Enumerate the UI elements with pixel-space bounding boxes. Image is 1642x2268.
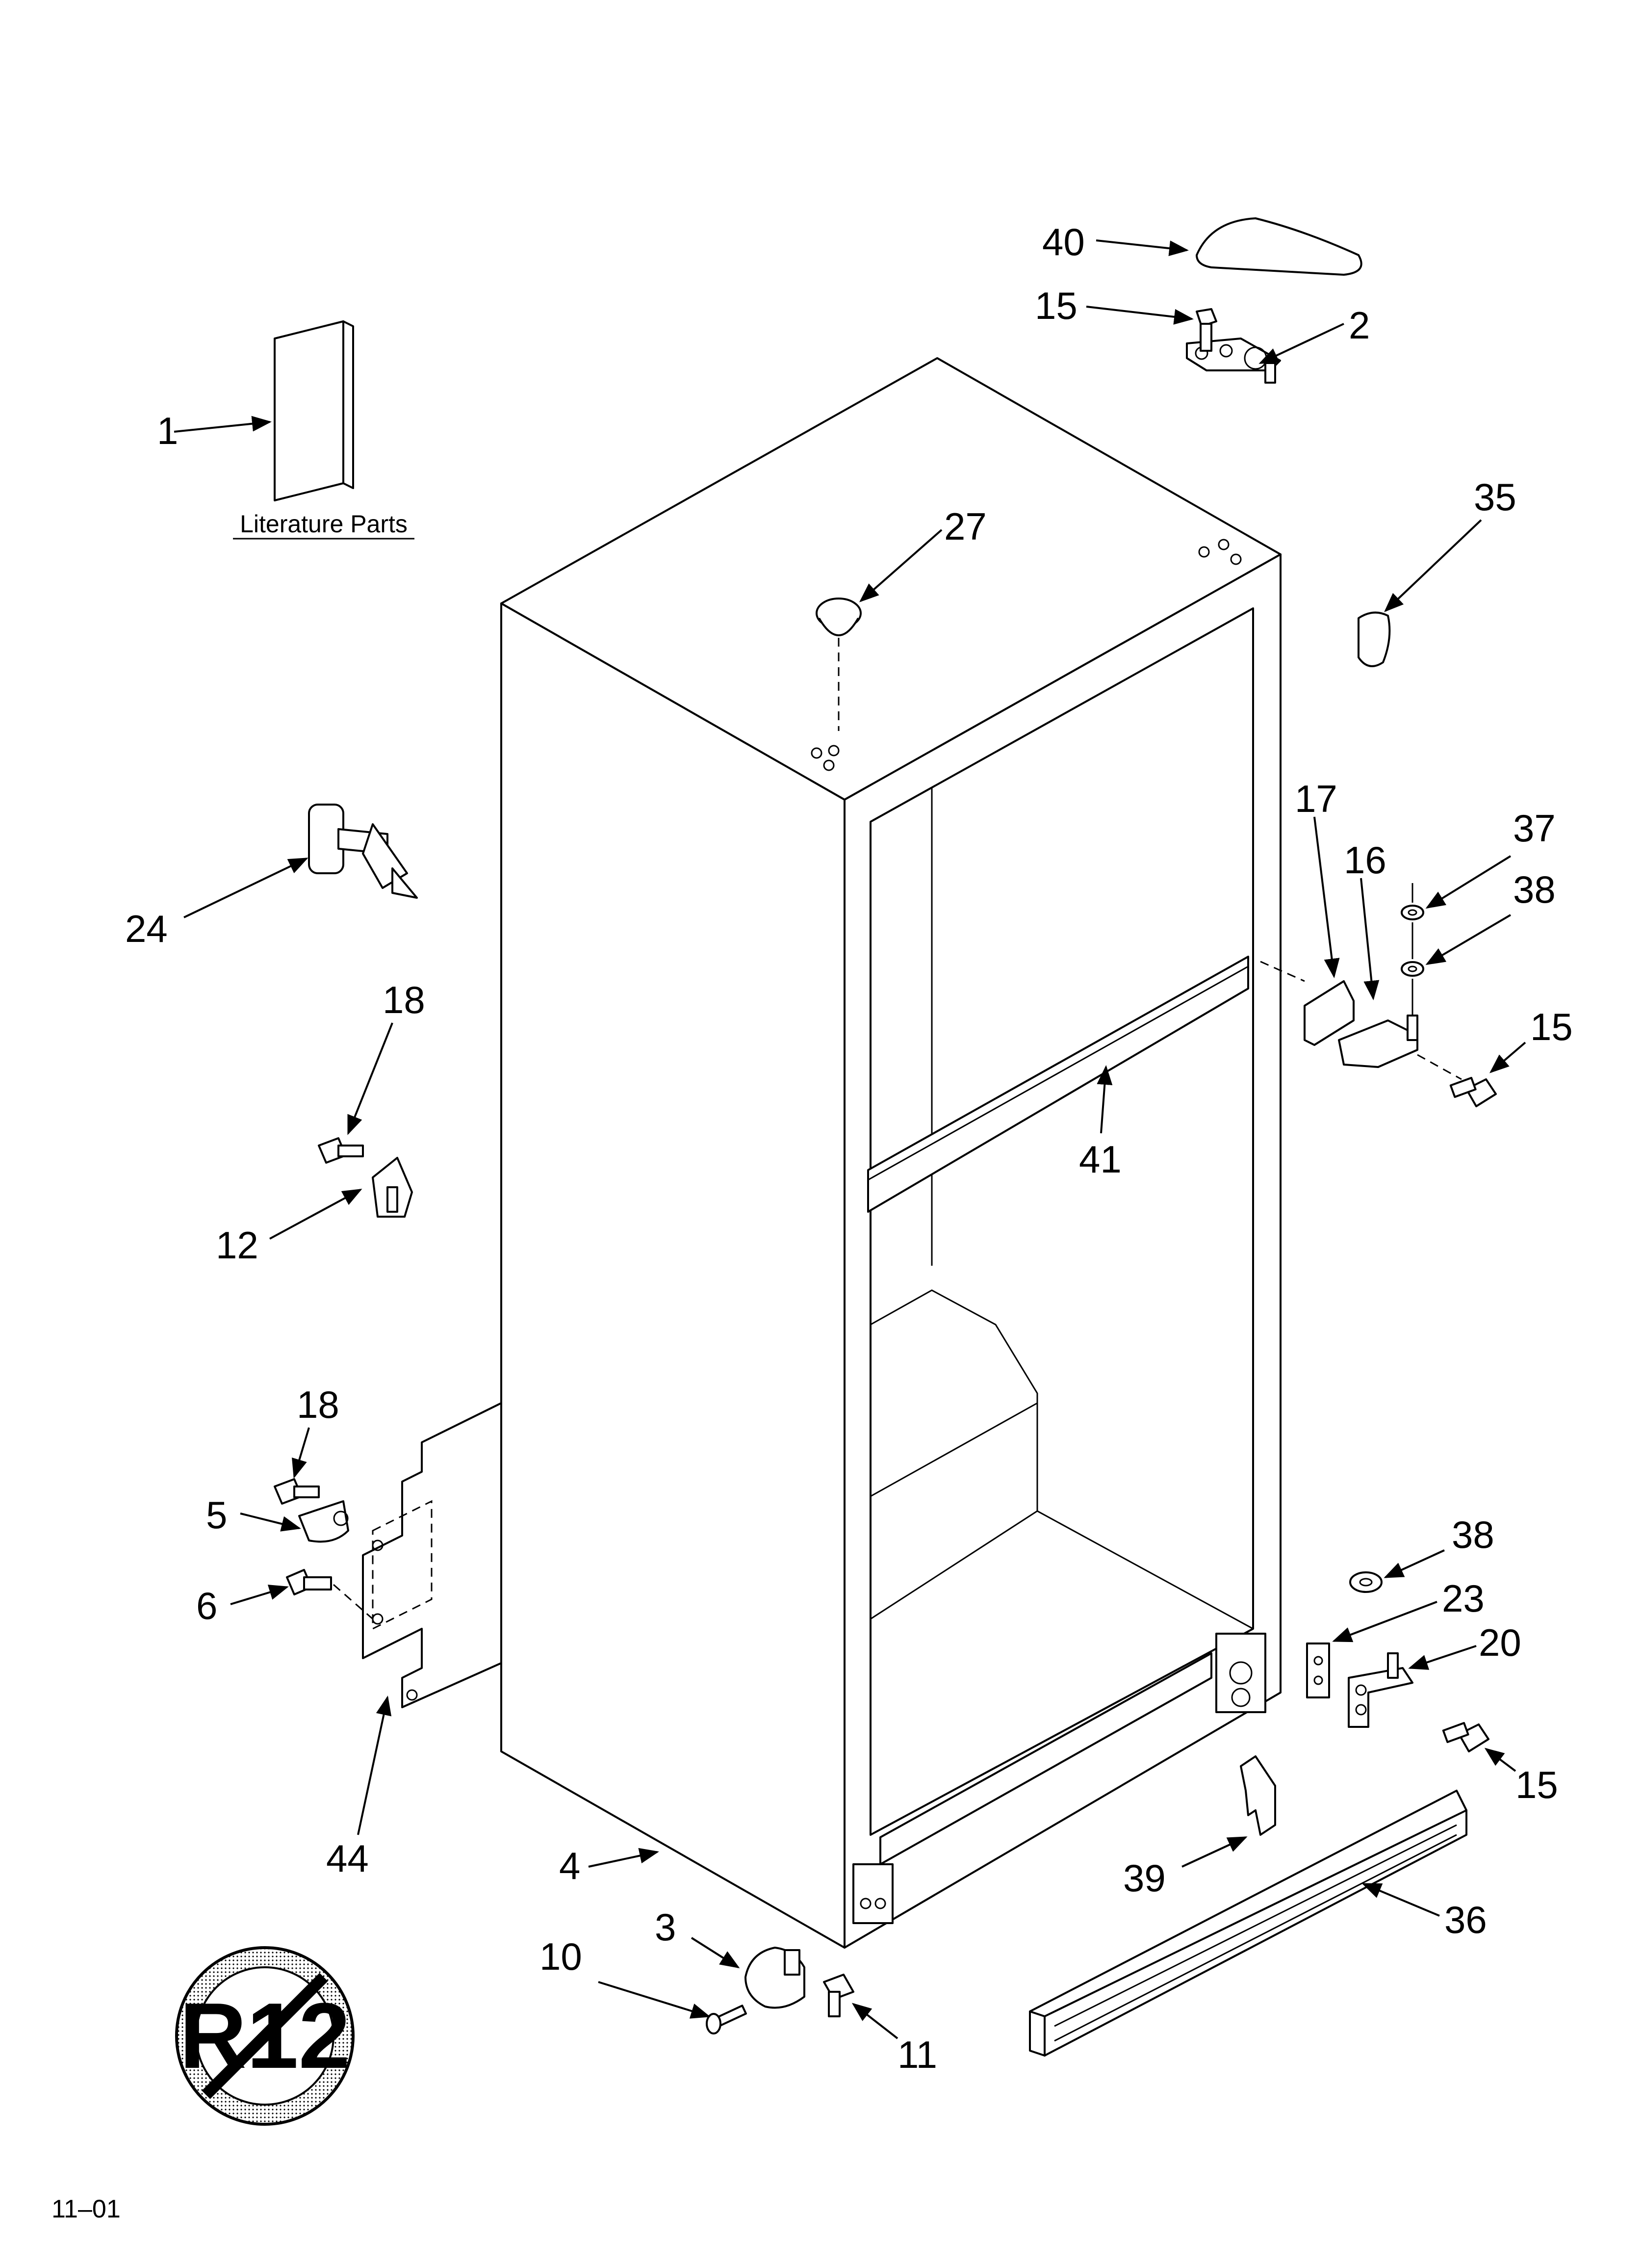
grille-clip	[1240, 1755, 1276, 1836]
shim-23	[1306, 1642, 1330, 1698]
screw-bottom-hinge	[1442, 1722, 1489, 1752]
literature-parts-booklet	[274, 320, 354, 501]
bottom-hinge	[1348, 1652, 1413, 1728]
callout-17: 17	[1295, 777, 1337, 820]
clamp-5	[298, 1500, 349, 1543]
cabinet-plug	[816, 598, 862, 636]
callout-18-upper: 18	[383, 978, 425, 1021]
callout-27: 27	[944, 505, 987, 548]
screw-18-lower	[274, 1478, 320, 1505]
callout-3: 3	[655, 1905, 676, 1949]
callout-23: 23	[1442, 1577, 1485, 1620]
callout-20: 20	[1479, 1621, 1521, 1664]
callout-6: 6	[196, 1584, 217, 1627]
callouts: 1 2 3 4 5 6 10 11 12 15 15 15 16 17 18 1…	[125, 220, 1573, 2076]
callout-2: 2	[1349, 304, 1370, 347]
callout-4: 4	[559, 1844, 580, 1887]
callout-16: 16	[1344, 838, 1386, 882]
screw-center-hinge	[1449, 1077, 1497, 1107]
callout-10: 10	[539, 1935, 582, 1978]
hinge-cover	[1358, 611, 1391, 667]
callout-12: 12	[216, 1224, 258, 1267]
callout-18-lower: 18	[297, 1383, 339, 1426]
screw-11	[823, 1974, 854, 2017]
callout-35: 35	[1474, 475, 1516, 519]
callout-11: 11	[898, 2033, 937, 2076]
callout-41: 41	[1079, 1138, 1122, 1181]
mounting-plate	[362, 1402, 502, 1708]
roller-bracket	[744, 1947, 805, 2009]
screw-top-hinge	[1196, 308, 1217, 352]
hinge-cover-cap	[1196, 217, 1362, 276]
refrigerator-cabinet	[500, 357, 1282, 1949]
callout-38-lower: 38	[1452, 1513, 1494, 1556]
no-r12-symbol: R12	[175, 1946, 355, 2126]
washer-38-upper	[1401, 961, 1424, 977]
callout-15-bottom: 15	[1515, 1763, 1558, 1806]
callout-24: 24	[125, 907, 168, 950]
center-hinge	[1304, 980, 1418, 1068]
callout-15-middle: 15	[1530, 1005, 1573, 1048]
literature-caption: Literature Parts	[240, 510, 408, 538]
bracket-12	[372, 1157, 413, 1218]
callout-40: 40	[1042, 220, 1085, 263]
revision-code: 11–01	[51, 2195, 121, 2223]
screw-18-upper	[318, 1137, 364, 1164]
callout-37: 37	[1513, 807, 1556, 850]
washer-38-lower	[1349, 1571, 1383, 1593]
callout-39: 39	[1123, 1856, 1166, 1900]
callout-38-upper: 38	[1513, 868, 1556, 911]
center-rail	[867, 956, 1249, 1213]
callout-15-top: 15	[1035, 284, 1078, 327]
callout-44: 44	[326, 1837, 369, 1880]
door-stop-pin	[308, 804, 418, 899]
base-grille	[1029, 1790, 1467, 2057]
bottom-rail	[879, 1652, 1212, 1865]
washer-37	[1401, 905, 1424, 920]
callout-36: 36	[1444, 1898, 1487, 1941]
callout-5: 5	[206, 1493, 227, 1537]
axle-pin	[706, 2005, 747, 2034]
screw-6	[286, 1569, 332, 1595]
